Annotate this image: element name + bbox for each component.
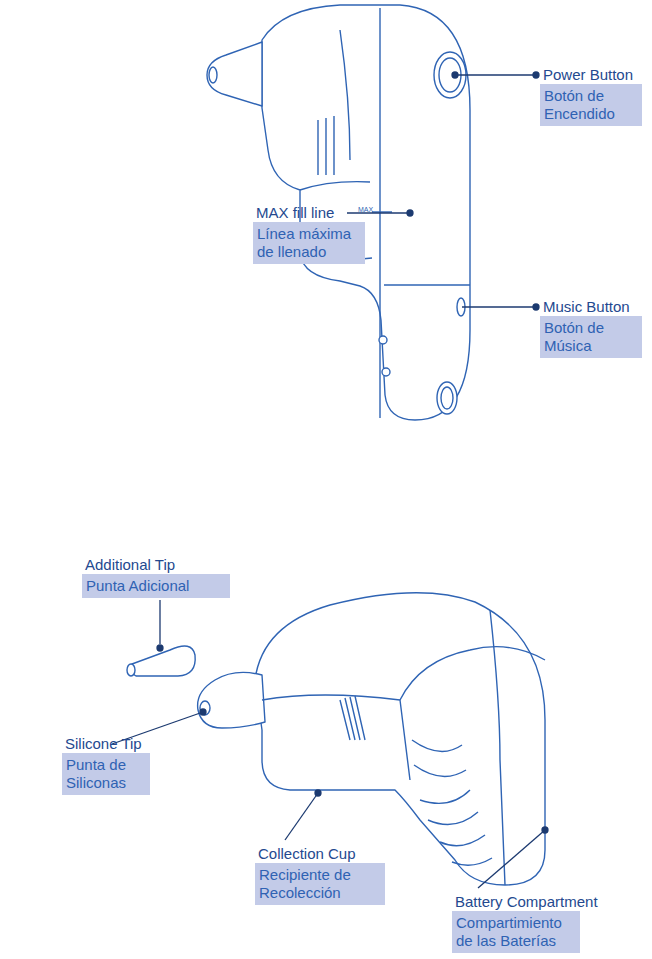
part-label-es: Botón de Música [540, 316, 642, 358]
part-label-es: Línea máxima de llenado [253, 222, 365, 264]
part-label-es: Recipiente de Recolección [255, 863, 385, 905]
part-label-es: Punta Adicional [82, 574, 230, 598]
part-label: Additional Tip [85, 556, 175, 574]
part-label: Power Button [543, 66, 633, 84]
silicone-tip [198, 672, 265, 728]
part-label: Collection Cup [258, 845, 356, 863]
part-label-es: Compartimiento de las Baterías [452, 911, 580, 953]
part-label: Music Button [543, 298, 630, 316]
tip [207, 42, 262, 106]
additional-tip [130, 646, 195, 676]
part-label: MAX fill line [256, 204, 334, 222]
part-label: Battery Compartment [455, 893, 598, 911]
device-body [255, 593, 545, 885]
part-label-es: Punta de Siliconas [62, 753, 150, 795]
fill-mark: MAX [358, 206, 373, 214]
part-label-es: Botón de Encendido [540, 84, 642, 126]
part-label: Silicone Tip [65, 735, 142, 753]
